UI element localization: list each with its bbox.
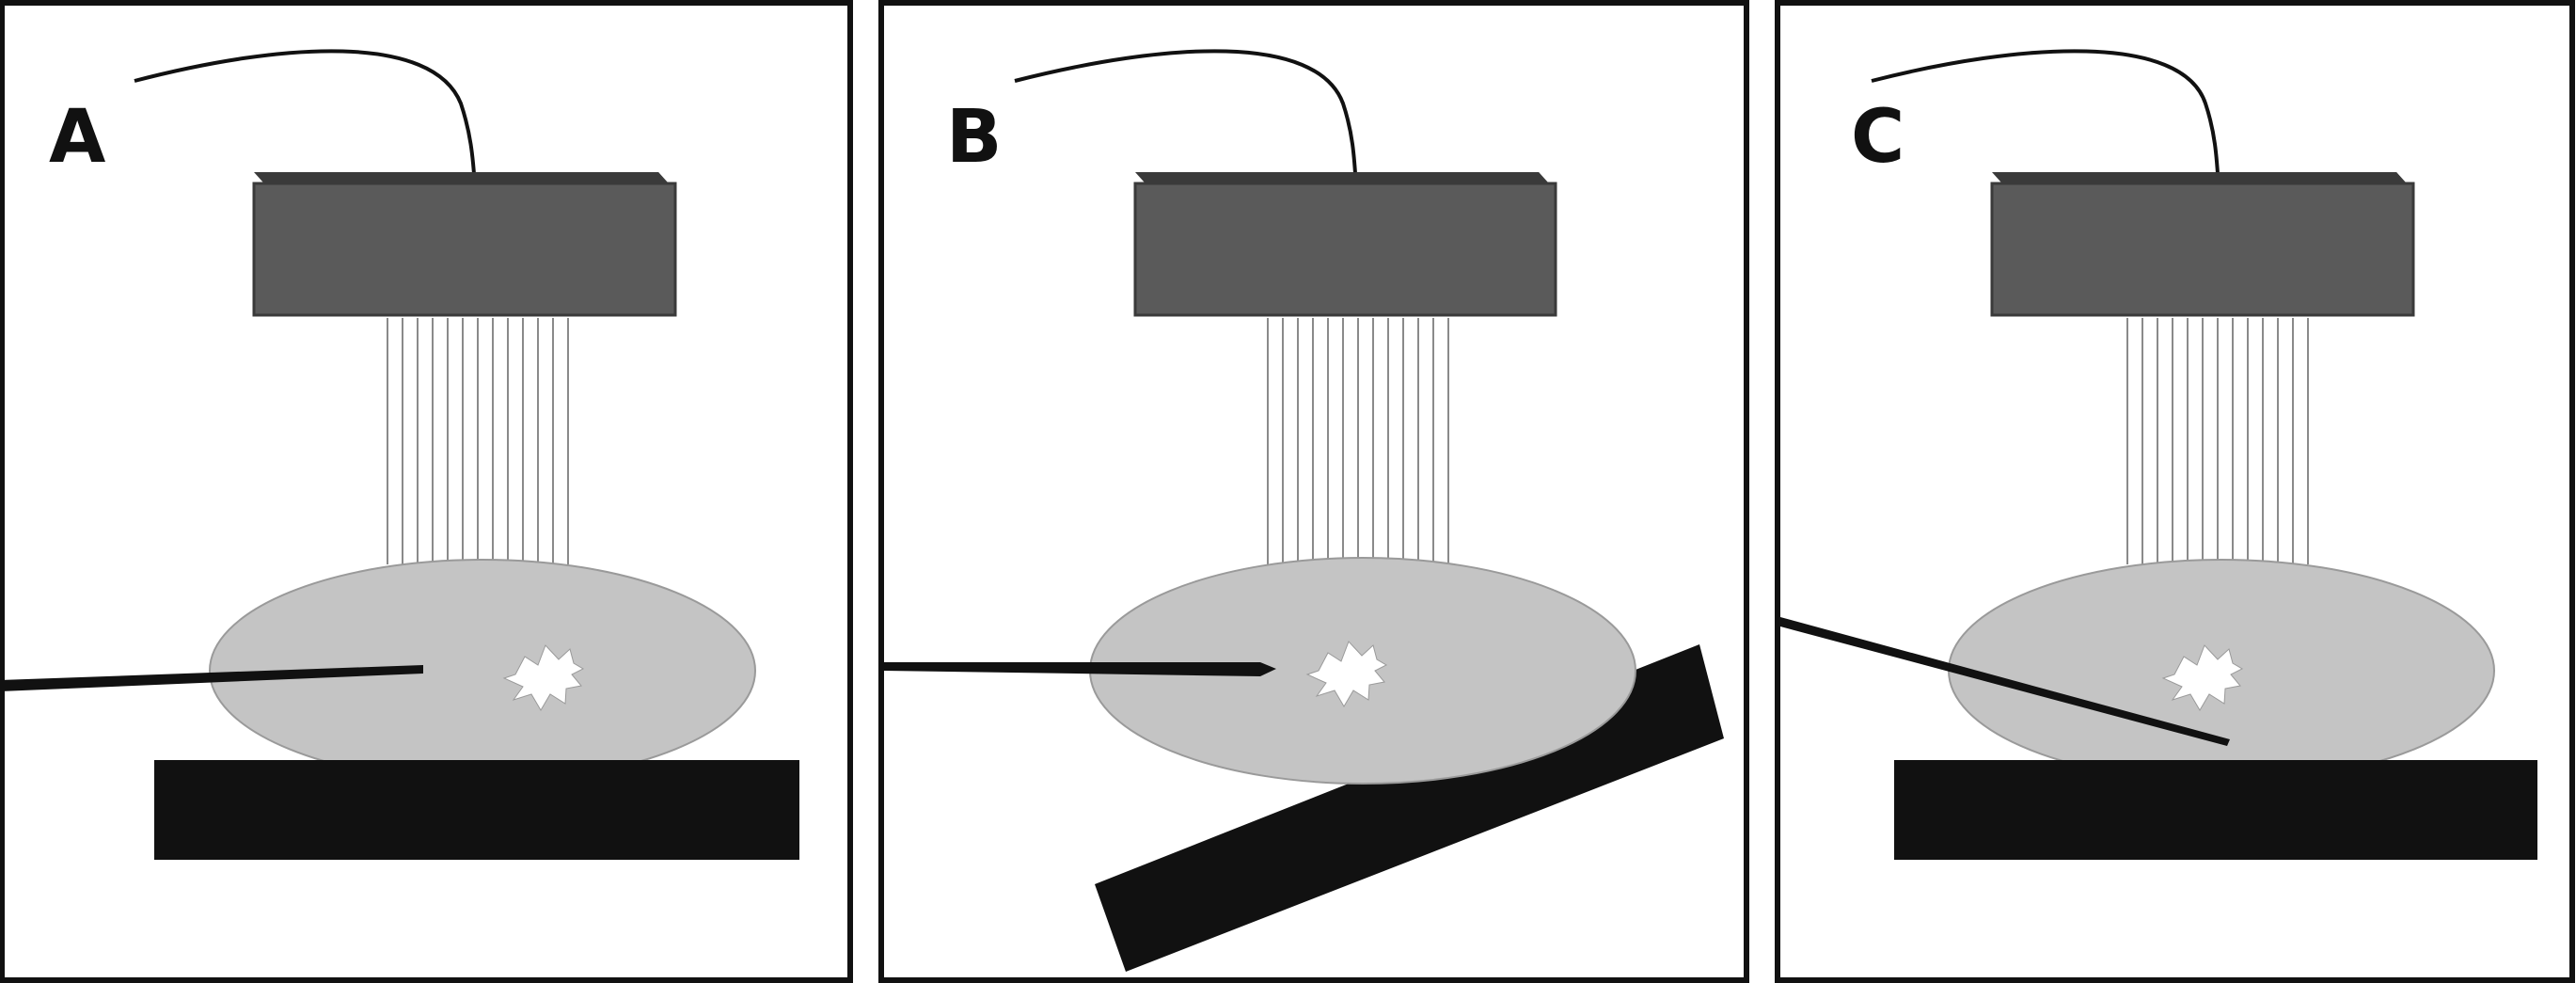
- panel-a-impact-spot: [502, 644, 585, 711]
- panel-b-detector-cable: [1014, 49, 1358, 189]
- panel-b-probe: [884, 662, 1276, 676]
- panel-a-frame: [0, 0, 853, 983]
- panel-c: C: [1775, 0, 2575, 983]
- panel-b-frame: [878, 0, 1749, 983]
- panel-a-label: A: [49, 95, 105, 180]
- panel-b-detector: [1133, 172, 1557, 317]
- panel-a-probe: [0, 665, 423, 691]
- panel-c-detector: [1990, 172, 2415, 317]
- panel-c-probe: [1780, 617, 2230, 746]
- panel-c-label: C: [1851, 95, 1904, 180]
- panel-b: B: [878, 0, 1749, 983]
- panel-a: A: [0, 0, 853, 983]
- panel-a-detector: [252, 172, 677, 317]
- panel-a-stage: [154, 760, 799, 860]
- panel-a-detector-cable: [134, 49, 477, 189]
- panel-c-detector-cable: [1871, 49, 2220, 189]
- panel-a-beams: [387, 318, 569, 564]
- panel-c-stage: [1894, 760, 2537, 860]
- panel-b-label: B: [946, 95, 1002, 180]
- panel-c-impact-spot: [2161, 644, 2244, 711]
- panel-b-beams: [1267, 318, 1449, 564]
- panel-b-impact-spot: [1305, 641, 1388, 707]
- panel-c-frame: [1775, 0, 2575, 983]
- panel-c-beams: [2126, 318, 2309, 564]
